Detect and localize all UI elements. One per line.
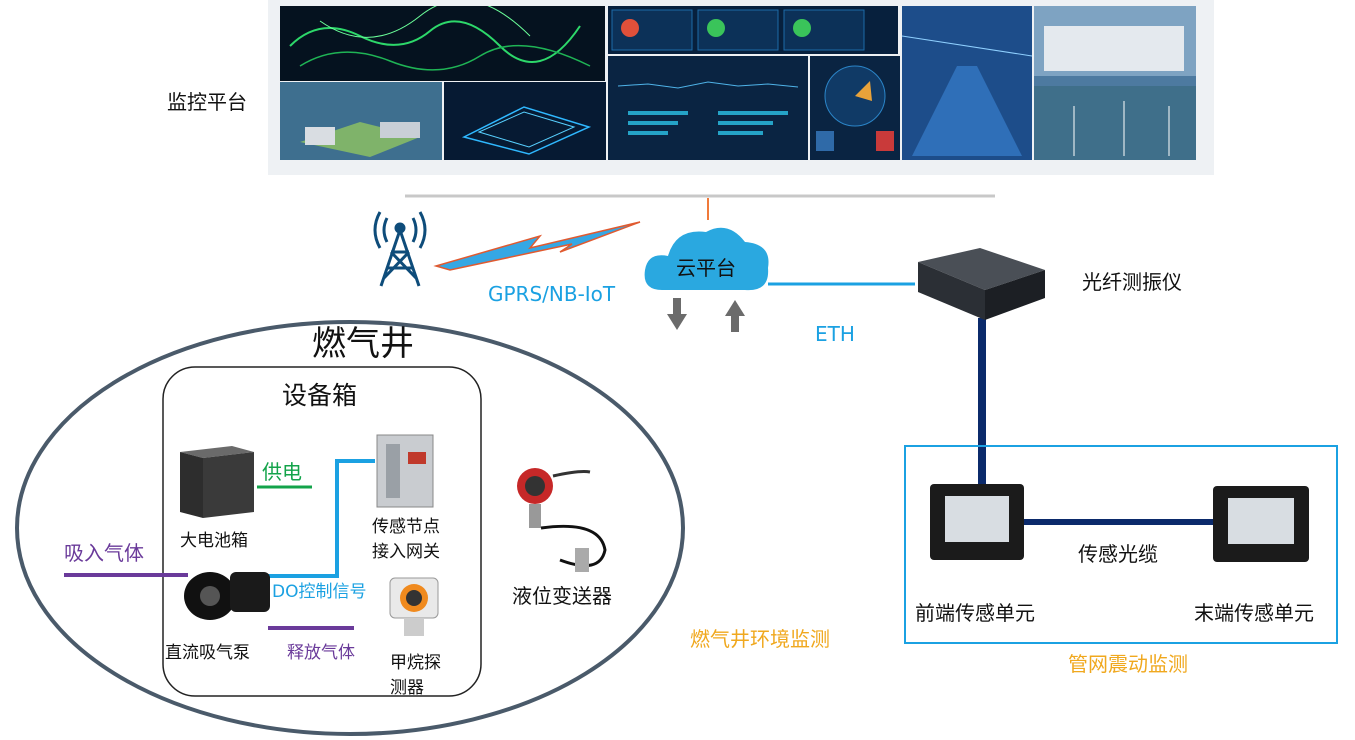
wireframe-graphic <box>461 106 592 155</box>
gauges-graphic <box>611 9 865 51</box>
dc-pump-label: 直流吸气泵 <box>165 643 250 663</box>
monitor-wall <box>268 0 1214 175</box>
sensor-node-label-1: 传感节点 <box>372 517 440 537</box>
intake-gas-label: 吸入气体 <box>64 541 144 565</box>
cloud-label: 云平台 <box>676 256 736 280</box>
equipment-box-boundary <box>162 366 482 697</box>
sensor-node-label-2: 接入网关 <box>372 542 440 562</box>
dashboard-map-panel <box>280 6 605 81</box>
monitor-platform-label: 监控平台 <box>167 90 247 114</box>
pipe-monitor-boundary <box>904 445 1338 644</box>
dashboard-buildings-panel <box>1034 6 1196 160</box>
release-gas-label: 释放气体 <box>287 643 355 663</box>
cloud-icon <box>644 227 769 291</box>
end-unit-label: 末端传感单元 <box>1194 601 1314 625</box>
dashboard-substation-panel <box>280 82 442 160</box>
dashboard-3d-panel <box>444 82 606 160</box>
front-unit-label: 前端传感单元 <box>915 601 1035 625</box>
network-map-graphic <box>289 6 591 71</box>
do-control-label: DO控制信号 <box>272 582 367 602</box>
eth-label: ETH <box>815 322 855 346</box>
tunnel-graphic <box>902 6 1032 160</box>
lightning-icon <box>433 221 641 271</box>
methane-label-2: 测器 <box>390 678 424 698</box>
gas-well-env-label: 燃气井环境监测 <box>690 627 830 651</box>
front-sensing-unit-device <box>930 484 1024 560</box>
methane-label-1: 甲烷探 <box>390 653 441 673</box>
gas-well-boundary <box>15 320 685 736</box>
gateway-device <box>376 434 434 508</box>
sensing-cable-label: 传感光缆 <box>1078 542 1158 566</box>
fiber-vibrometer-device <box>918 248 1045 320</box>
battery-box-label: 大电池箱 <box>180 531 248 551</box>
do-signal-line <box>268 459 375 578</box>
level-transmitter-device <box>517 468 607 572</box>
pipe-vibration-label: 管网震动监测 <box>1068 652 1188 676</box>
radio-tower-icon <box>373 211 427 287</box>
methane-detector-device <box>389 577 439 636</box>
dashboard-charts-panel <box>608 56 808 160</box>
level-transmitter-label: 液位变送器 <box>512 584 612 608</box>
pump-device <box>184 572 270 620</box>
end-sensing-unit-device <box>1213 486 1309 562</box>
arrow-down-icon <box>667 298 687 330</box>
bar-charts-graphic <box>617 81 799 135</box>
arrow-up-icon <box>725 300 745 332</box>
dashboard-radar-panel <box>810 56 900 160</box>
radar-graphic <box>816 65 894 151</box>
equipment-box-title: 设备箱 <box>282 381 358 410</box>
dashboard-tunnel-panel <box>902 6 1032 160</box>
buildings-graphic <box>1034 6 1196 160</box>
dashboard-gauges-panel <box>608 6 898 54</box>
fiber-vibrometer-label: 光纤测振仪 <box>1082 270 1182 294</box>
gas-well-title: 燃气井 <box>312 324 414 364</box>
substation-graphic <box>280 82 442 160</box>
gprs-label: GPRS/NB-IoT <box>488 282 616 306</box>
battery-box-device <box>180 446 254 518</box>
power-supply-label: 供电 <box>262 460 302 484</box>
